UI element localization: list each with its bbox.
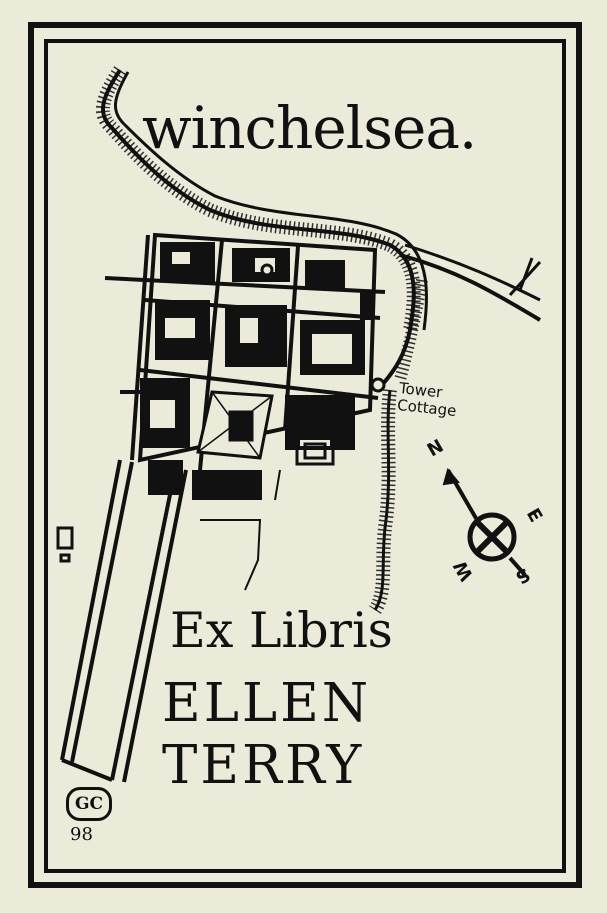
owner-first-name: ELLEN: [162, 673, 372, 734]
outlying-building: [56, 526, 74, 563]
inner-border: [44, 39, 566, 873]
compass-rose: [442, 467, 527, 577]
town-buildings: [140, 242, 374, 500]
cliff-edge: [96, 66, 542, 614]
ex-libris-text: Ex Libris: [170, 602, 393, 659]
owner-last-name: TERRY: [162, 735, 365, 796]
map-title: winchelsea.: [142, 94, 477, 162]
artist-monogram: GC: [66, 787, 112, 821]
outer-border: [28, 22, 582, 888]
tower-square: [260, 263, 386, 466]
tower-cottage-label: Tower Cottage: [396, 379, 459, 420]
church-square: [196, 390, 274, 460]
year-mark: 98: [70, 824, 93, 845]
